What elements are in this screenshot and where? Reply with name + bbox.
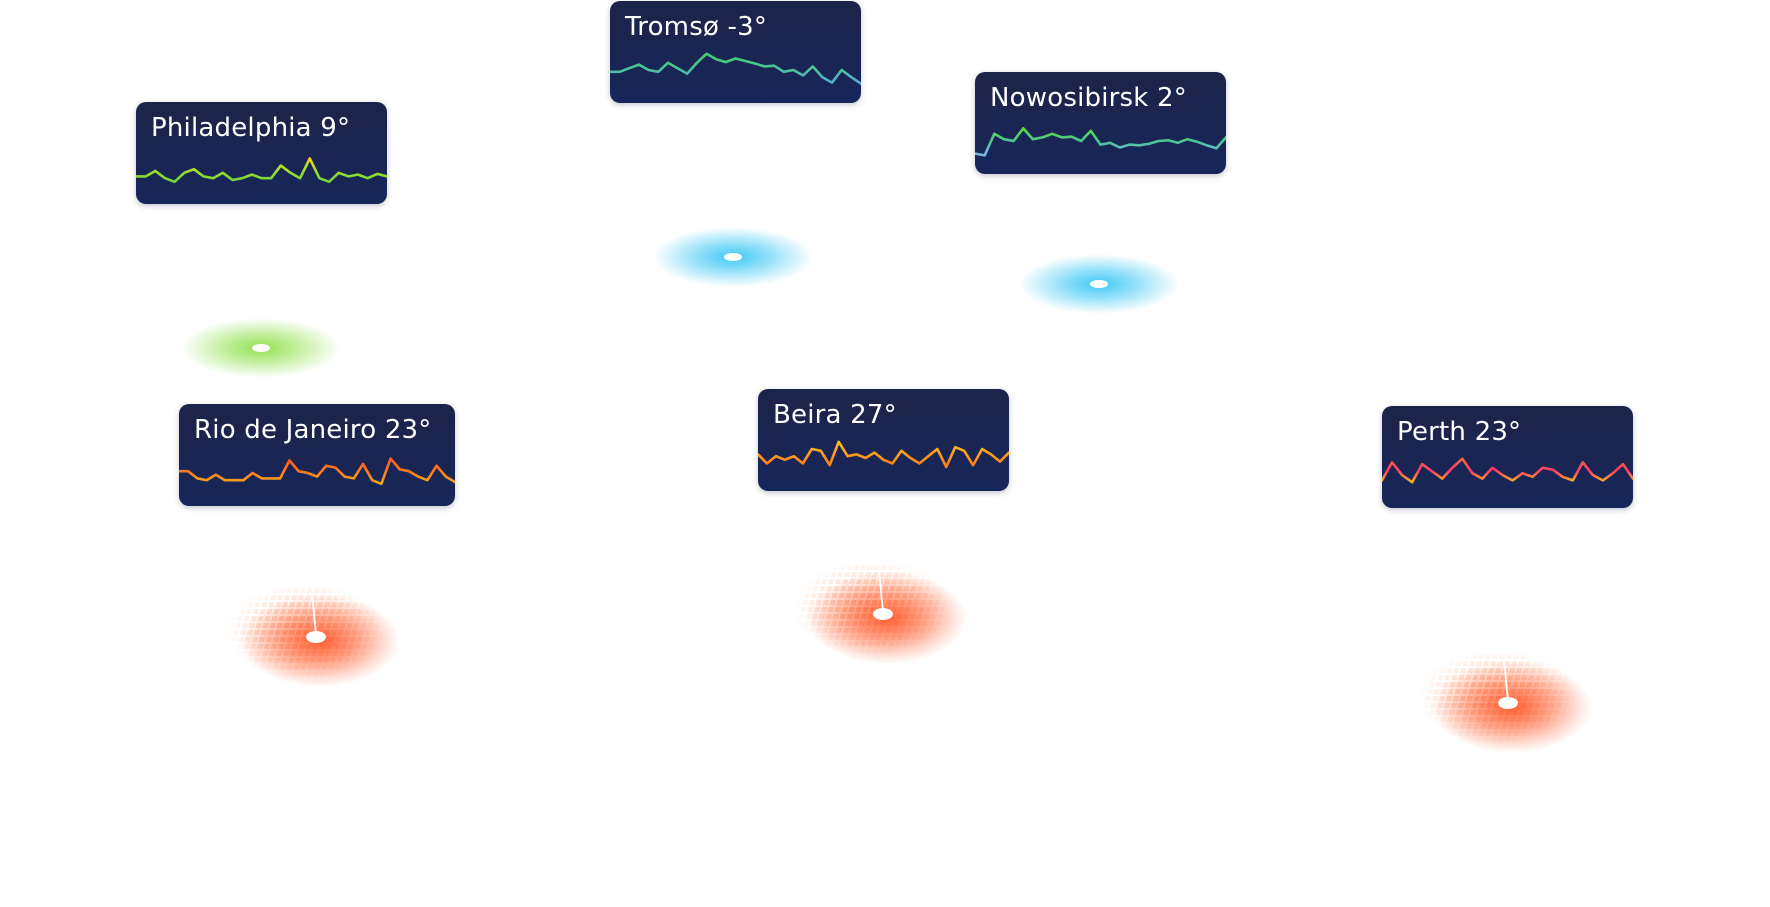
marker-glow xyxy=(1418,653,1592,753)
marker-glow xyxy=(226,587,400,687)
marker-dot xyxy=(1090,280,1108,288)
city-label: Tromsø -3° xyxy=(625,12,768,42)
temperature-sparkline xyxy=(758,440,1009,469)
city-marker-philadelphia[interactable] xyxy=(171,308,351,388)
pin-line xyxy=(1503,658,1509,702)
city-card-nowosibirsk[interactable]: Nowosibirsk 2° xyxy=(975,72,1226,174)
marker-glow xyxy=(653,227,813,287)
marker-glow xyxy=(793,564,967,664)
city-card-philadelphia[interactable]: Philadelphia 9° xyxy=(136,102,387,204)
city-label: Beira 27° xyxy=(773,400,897,430)
marker-dot xyxy=(1498,697,1518,709)
marker-dot xyxy=(873,608,893,620)
temperature-sparkline xyxy=(136,157,387,184)
marker-dot xyxy=(724,253,742,261)
city-label: Rio de Janeiro 23° xyxy=(194,415,432,445)
temperature-sparkline xyxy=(179,457,455,486)
city-card-tromso[interactable]: Tromsø -3° xyxy=(610,1,861,103)
city-label: Philadelphia 9° xyxy=(151,113,351,143)
marker-glow xyxy=(181,318,341,378)
marker-dot xyxy=(306,631,326,643)
city-card-rio-de-janeiro[interactable]: Rio de Janeiro 23° xyxy=(179,404,455,506)
temperature-sparkline xyxy=(975,127,1226,157)
sparkline-path xyxy=(975,127,1226,157)
city-marker-nowosibirsk[interactable] xyxy=(1009,244,1189,324)
city-label: Perth 23° xyxy=(1397,417,1522,447)
temperature-sparkline xyxy=(1382,457,1633,484)
temperature-sparkline xyxy=(610,52,861,85)
marker-glow xyxy=(1019,254,1179,314)
marker-dot xyxy=(252,344,270,352)
city-label: Nowosibirsk 2° xyxy=(990,83,1187,113)
city-marker-tromso[interactable] xyxy=(643,217,823,297)
city-card-perth[interactable]: Perth 23° xyxy=(1382,406,1633,508)
pin-line xyxy=(878,569,884,613)
city-card-beira[interactable]: Beira 27° xyxy=(758,389,1009,491)
city-marker-rio-de-janeiro[interactable] xyxy=(226,587,406,687)
pin-line xyxy=(311,592,317,636)
sparkline-path xyxy=(179,457,455,486)
sparkline-path xyxy=(1382,457,1633,484)
city-marker-beira[interactable] xyxy=(793,564,973,664)
sparkline-path xyxy=(610,52,861,85)
sparkline-path xyxy=(758,440,1009,469)
sparkline-path xyxy=(136,157,387,184)
city-marker-perth[interactable] xyxy=(1418,653,1598,753)
